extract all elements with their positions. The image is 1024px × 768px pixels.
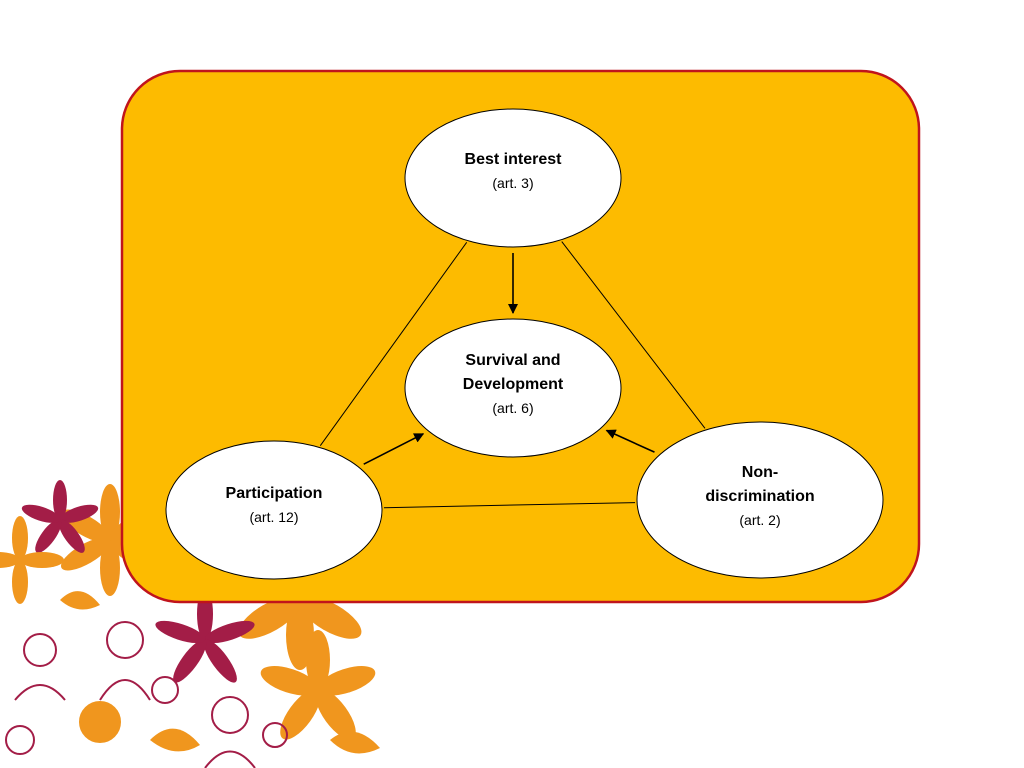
node-subtitle: (art. 3) [492, 175, 534, 191]
node-subtitle: (art. 6) [492, 400, 534, 416]
non-discrimination-node: Non- discrimination (art. 2) [637, 422, 883, 578]
best-interest-node-shape [404, 108, 622, 248]
non-discrimination-node-shape [636, 421, 884, 579]
crimson-flower-icon [21, 480, 99, 553]
survival-node-shape [404, 318, 622, 458]
children-faces-icon [5, 621, 288, 768]
arrow-non_discrimination-to-survival [605, 429, 655, 453]
connector-best_interest-to-non_discrimination [561, 241, 706, 429]
orange-flower-icon [0, 516, 64, 604]
connector-best_interest-to-participation [319, 242, 468, 446]
node-subtitle: (art. 12) [249, 509, 299, 525]
node-title: Participation [225, 485, 323, 502]
node-subtitle: (art. 2) [739, 512, 781, 528]
participation-node-shape [165, 440, 383, 580]
orange-flower-icon [260, 630, 376, 740]
connector-participation-to-non_discrimination [383, 502, 636, 509]
node-title: Non- discrimination [705, 464, 815, 505]
survival-development-node: Survival and Development (art. 6) [405, 319, 621, 457]
node-title: Best interest [464, 151, 562, 168]
orange-leaf-icon [60, 591, 380, 754]
best-interest-node: Best interest (art. 3) [405, 109, 621, 247]
participation-node: Participation (art. 12) [166, 441, 382, 579]
arrow-participation-to-survival [363, 433, 425, 465]
node-title: Survival and Development [462, 352, 564, 393]
